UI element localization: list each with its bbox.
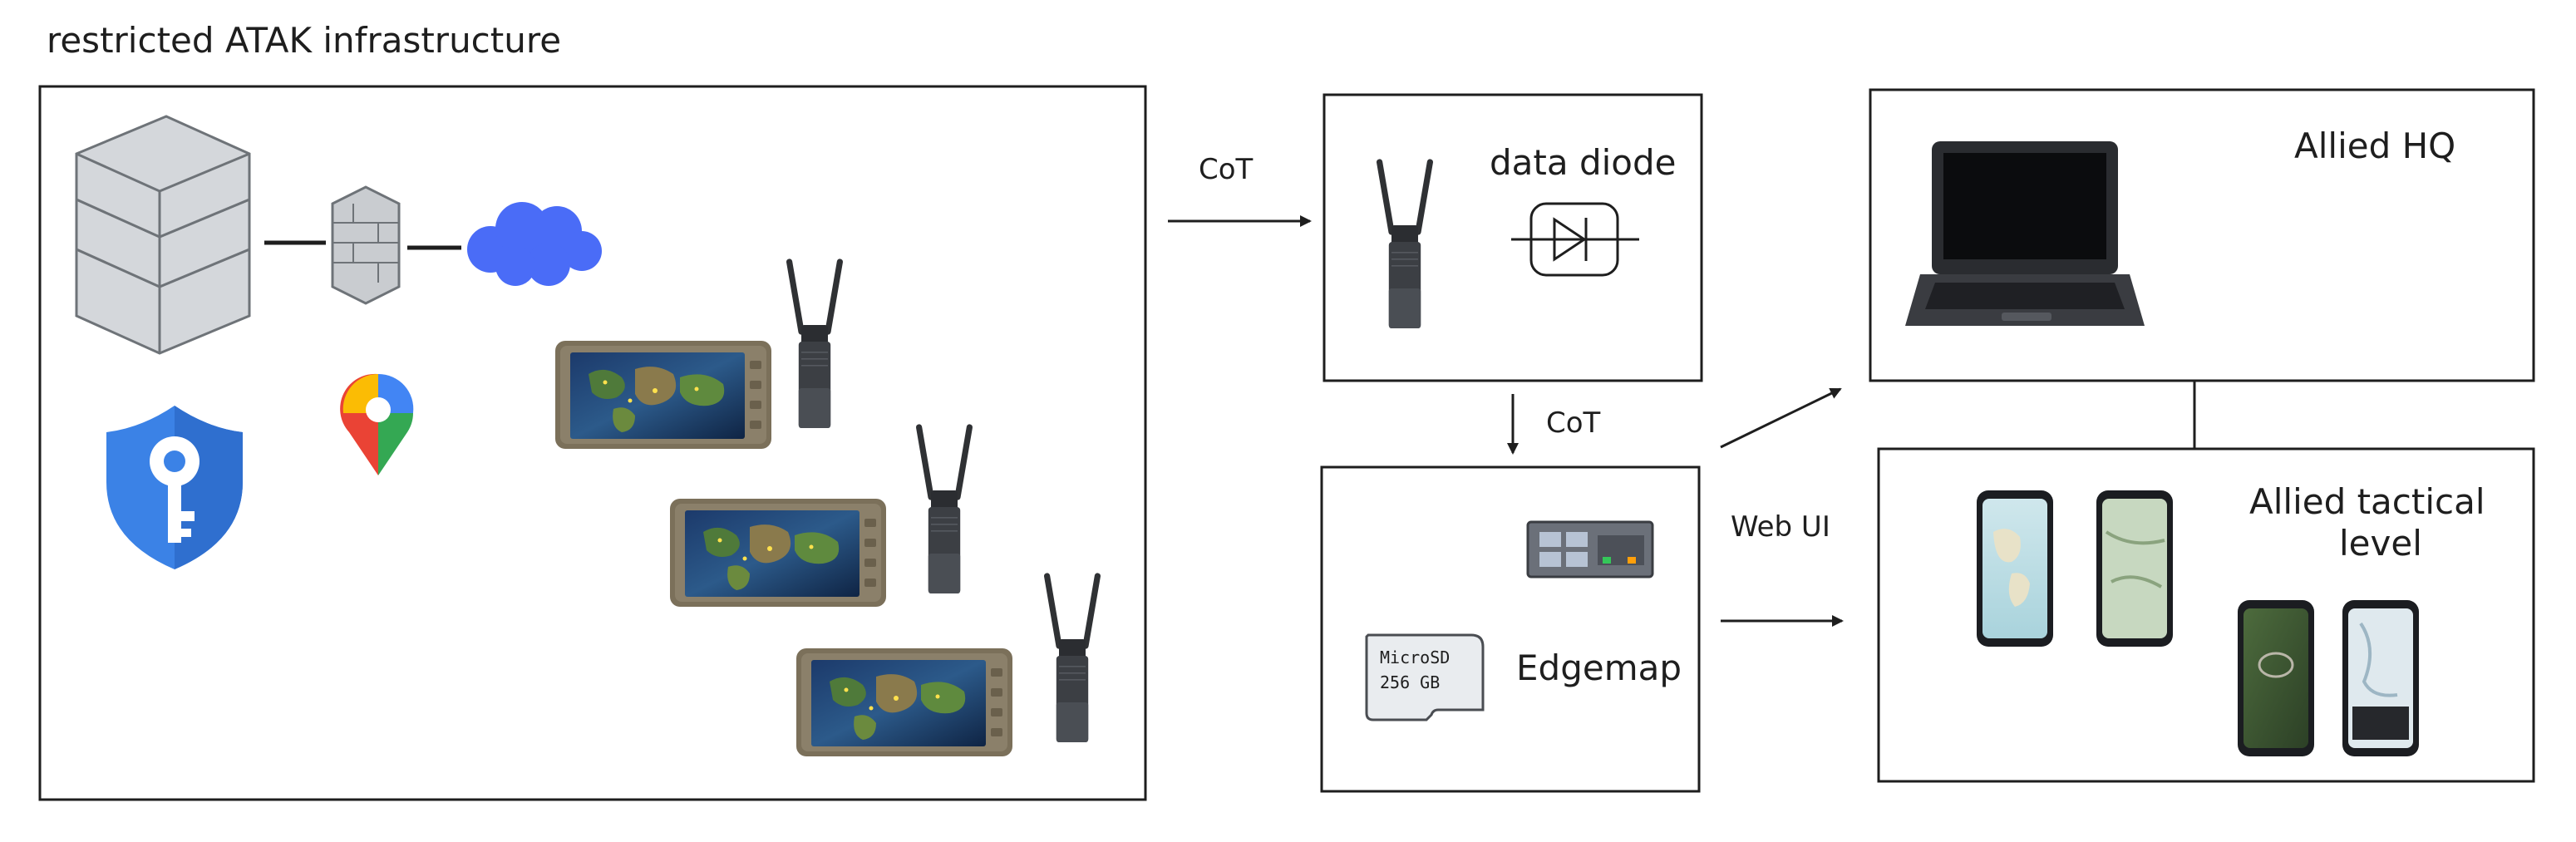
restricted-infrastructure-box <box>38 85 1147 801</box>
microsd-card-icon: MicroSD 256 GB <box>1365 633 1485 721</box>
firewall-icon <box>331 185 401 305</box>
rugged-tablet-1 <box>555 341 771 449</box>
edgemap-box <box>1320 465 1701 793</box>
web-ui-label: Web UI <box>1731 510 1830 544</box>
rugged-tablet-3 <box>796 648 1012 756</box>
web-ui-arrow-hq <box>1720 387 1842 449</box>
diode-radio <box>1380 162 1431 328</box>
smartphone-icon-4 <box>2342 600 2419 756</box>
microsd-line-1: MicroSD <box>1380 648 1450 667</box>
allied-hq-label: Allied HQ <box>2294 126 2455 166</box>
key-shield-icon <box>106 406 243 569</box>
data-diode-box <box>1322 93 1703 382</box>
tactical-radio-3 <box>1047 576 1098 742</box>
data-diode-label: data diode <box>1490 142 1676 183</box>
rugged-tablet-2 <box>670 499 886 607</box>
map-pin-icon <box>340 373 414 475</box>
cot-label-down: CoT <box>1546 406 1601 440</box>
laptop-icon <box>1905 141 2145 326</box>
allied-tactical-label-line-2: level <box>2339 523 2422 564</box>
allied-tactical-label-line-1: Allied tactical <box>2249 481 2485 522</box>
diode-symbol-icon <box>1511 202 1639 277</box>
server-stack-icon <box>75 115 251 355</box>
edgemap-label: Edgemap <box>1516 648 1682 688</box>
edge-device-icon <box>1526 520 1654 579</box>
diagram-title: restricted ATAK infrastructure <box>47 20 561 61</box>
smartphone-icon-1 <box>1977 490 2053 647</box>
cloud-icon <box>467 202 602 286</box>
smartphone-icon-3 <box>2238 600 2314 756</box>
allied-tactical-box <box>1877 447 2535 783</box>
tactical-radio-1 <box>790 262 840 428</box>
allied-hq-box <box>1869 88 2535 382</box>
cot-label-top: CoT <box>1199 153 1254 186</box>
tactical-radio-2 <box>919 427 970 593</box>
smartphone-icon-2 <box>2096 490 2173 647</box>
microsd-line-2: 256 GB <box>1380 672 1440 692</box>
